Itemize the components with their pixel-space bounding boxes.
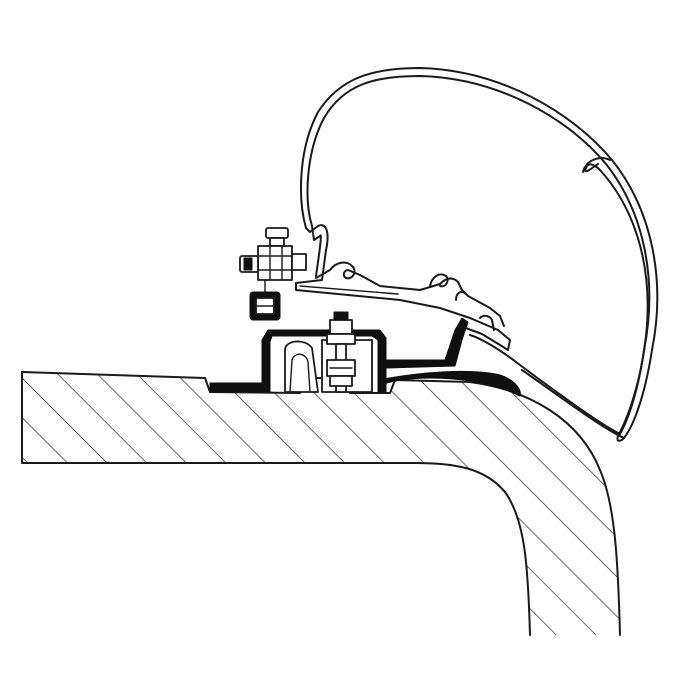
roof-section: [21, 371, 621, 636]
adapter-rail: [261, 317, 469, 393]
case-mount-profile: [295, 224, 511, 351]
clamp-bolt: [326, 311, 356, 393]
awning-case: [300, 67, 659, 442]
adjustment-bolt: [239, 227, 307, 321]
